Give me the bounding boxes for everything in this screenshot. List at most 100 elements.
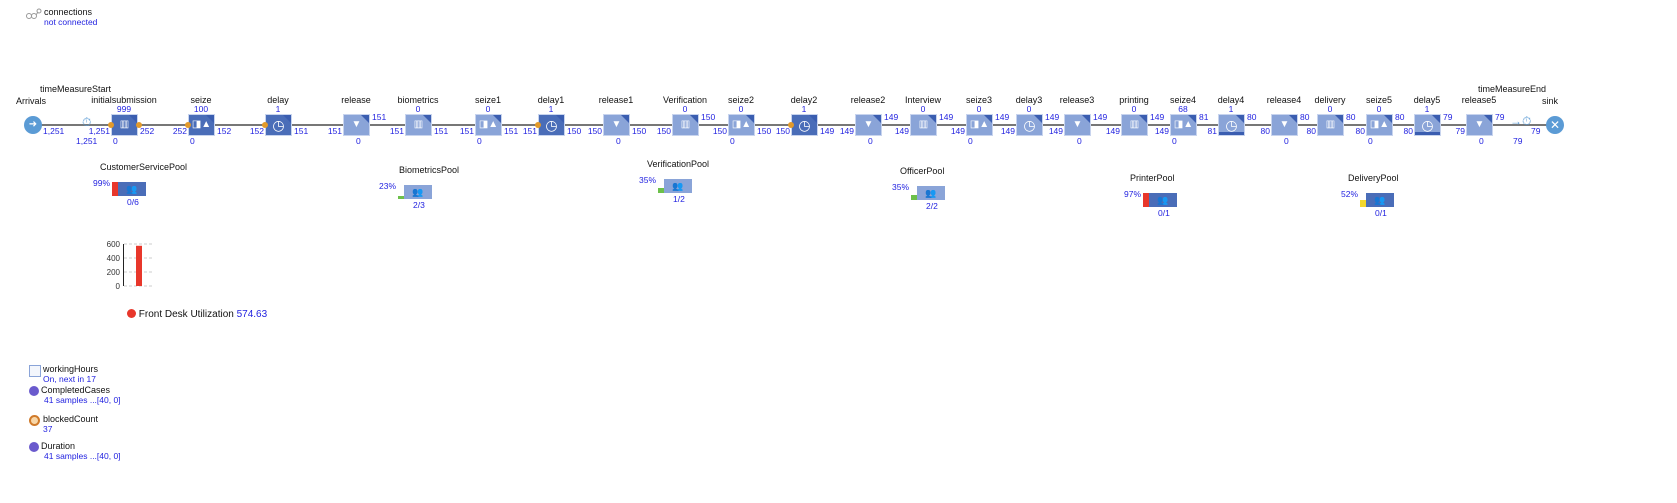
time-measure-start-label: timeMeasureStart [40,84,112,94]
queue-block[interactable]: ▥ [111,114,138,136]
queue-icon: ▥ [680,119,691,130]
block-out-count: 150 [757,126,772,136]
pool-utilization: 35% [638,175,656,185]
block-label: seize5 [1365,95,1393,105]
resource-pool[interactable]: 👥 [1149,193,1177,207]
variable-icon[interactable] [29,415,40,426]
resource-pool[interactable]: 👥 [664,179,692,193]
resource-pool[interactable]: 👥 [917,186,945,200]
pool-label: CustomerServicePool [100,162,188,172]
block-queue-count: 0 [1026,104,1032,114]
schedule-icon[interactable] [29,365,41,377]
stat-value: On, next in 17 [43,374,96,384]
seize-block[interactable]: ◨▲ [1170,114,1197,136]
seize-block[interactable]: ◨▲ [966,114,993,136]
delay-block[interactable]: ◷ [1414,114,1441,136]
dataset-icon[interactable] [29,386,39,396]
pool-utilization: 52% [1340,189,1358,199]
block-queue-count: 0 [485,104,491,114]
corner-marker [1384,115,1392,123]
block-out-count: 151 [434,126,449,136]
queue-block[interactable]: ▥ [1317,114,1344,136]
corner-marker [1484,115,1492,123]
block-out-count: 150 [567,126,582,136]
pool-count: 2/2 [926,201,938,211]
release-block[interactable]: ▼ [855,114,882,136]
queue-block[interactable]: ▥ [910,114,937,136]
delay-block[interactable]: ◷ [538,114,565,136]
corner-marker [493,115,501,123]
block-out-count: 150 [632,126,647,136]
block-label: seize4 [1169,95,1197,105]
release-icon: ▼ [1072,119,1083,130]
seize-icon: ◨▲ [731,119,752,130]
seize-block[interactable]: ◨▲ [1366,114,1393,136]
block-out-count: 252 [140,126,155,136]
dataset-icon[interactable] [29,442,39,452]
sink-block[interactable]: ✕ [1546,116,1564,134]
stopwatch-icon[interactable]: ⏱ [82,115,92,129]
resource-pool[interactable]: 👥 [404,185,432,199]
stopwatch-icon[interactable]: →⏱ [1510,114,1532,128]
delay-block[interactable]: ◷ [791,114,818,136]
y-tick-label: 600 [107,240,121,249]
block-label: seize [190,95,212,105]
people-icon: 👥 [925,187,937,198]
time-measure-end-label: timeMeasureEnd [1478,84,1547,94]
delay-block[interactable]: ◷ [1218,114,1245,136]
busy-bar [1415,132,1440,135]
seize-block[interactable]: ◨▲ [188,114,215,136]
block-in-count: 80 [1306,126,1316,136]
block-label: delay1 [537,95,565,105]
block-out-count: 80 [1346,112,1356,122]
queue-icon: ▥ [119,119,130,130]
arrivals-source[interactable]: ➜ [24,116,42,134]
block-queue-count: 1 [1228,104,1234,114]
block-out-count: 149 [995,112,1010,122]
block-in-count: 149 [1154,126,1169,136]
block-queue-count: 1 [801,104,807,114]
block-queue-count: 0 [1327,104,1333,114]
pool-utilization: 35% [891,182,909,192]
block-out-count: 149 [1093,112,1108,122]
block-out-count: 149 [1045,112,1060,122]
queue-block[interactable]: ▥ [672,114,699,136]
block-label: biometrics [397,95,439,105]
release-block[interactable]: ▼ [1271,114,1298,136]
legend-label: Front Desk Utilization [138,309,234,320]
stat-value: 37 [43,424,53,434]
release-block[interactable]: ▼ [1064,114,1091,136]
delay-block[interactable]: ◷ [1016,114,1043,136]
delay-icon: ◷ [1421,117,1434,133]
block-in-count: 152 [249,126,264,136]
delay-block[interactable]: ◷ [265,114,292,136]
release-block[interactable]: ▼ [343,114,370,136]
release-block[interactable]: ▼ [603,114,630,136]
queue-block[interactable]: ▥ [405,114,432,136]
seize-block[interactable]: ◨▲ [728,114,755,136]
block-in-count: 150 [712,126,727,136]
people-icon: 👥 [1157,194,1169,205]
corner-marker [1139,115,1147,123]
stat-value: 41 samples ...[40, 0] [44,395,121,405]
queue-block[interactable]: ▥ [1121,114,1148,136]
people-icon: 👥 [412,186,424,197]
block-bottom-count: 0 [356,136,361,146]
block-label: release1 [598,95,634,105]
release-block[interactable]: ▼ [1466,114,1493,136]
block-bottom-count: 0 [1172,136,1177,146]
block-bottom-count: 0 [1479,136,1484,146]
block-out-count: 149 [884,112,899,122]
time-measure-end-count: 79 [1513,136,1523,146]
block-queue-count: 1 [1424,104,1430,114]
resource-pool[interactable]: 👥 [118,182,146,196]
resource-pool[interactable]: 👥 [1366,193,1394,207]
utilization-indicator [1360,200,1367,207]
block-in-count: 149 [1105,126,1120,136]
block-queue-count: 0 [682,104,688,114]
pool-label: VerificationPool [647,159,710,169]
release-icon: ▼ [1474,119,1485,130]
connections-widget[interactable]: connections not connected [26,8,106,30]
seize-block[interactable]: ◨▲ [475,114,502,136]
arrivals-count: 1,251 [43,126,65,136]
